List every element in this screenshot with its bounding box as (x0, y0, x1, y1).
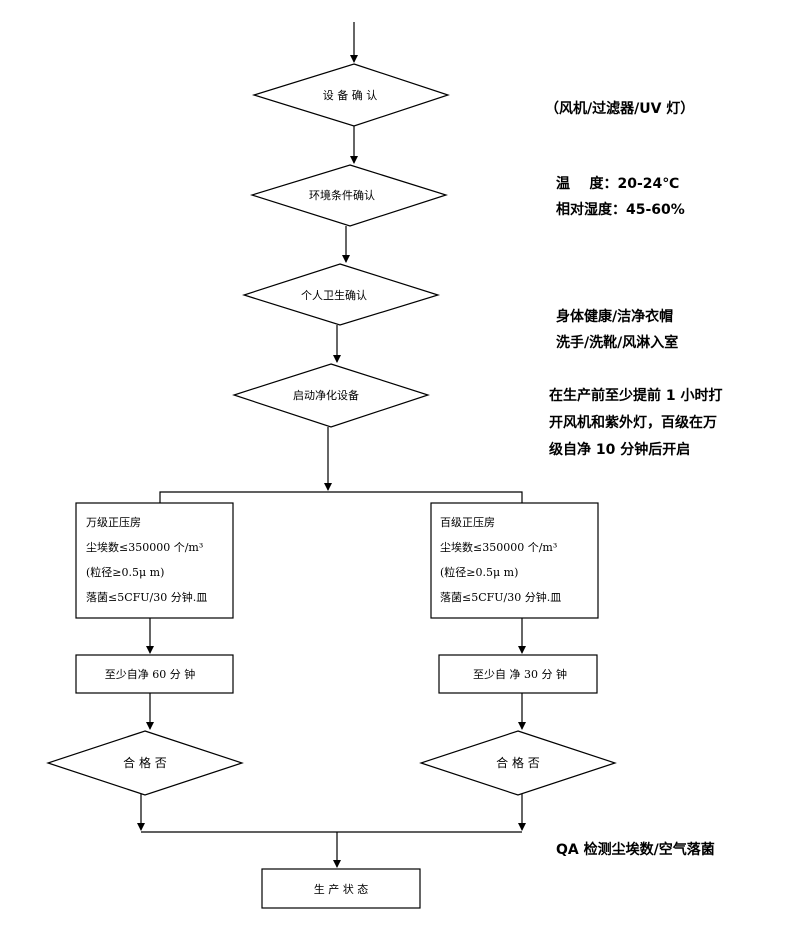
equipment-check-diamond (251, 63, 450, 127)
environment-check-label: 环境条件确认 (309, 188, 375, 202)
startup-note-line2: 开风机和紫外灯，百级在万 (549, 415, 717, 431)
environment-check-diamond (249, 164, 448, 227)
health-note: 身体健康/洁净衣帽 (556, 309, 674, 325)
left-qualified-label: 合 格 否 (123, 755, 167, 770)
left-room-box (75, 502, 234, 619)
right-room-box (430, 502, 599, 619)
temperature-note: 温 度：20-24℃ (556, 176, 680, 192)
left-selfclean-label: 至少自净 60 分 钟 (105, 667, 196, 681)
production-box (261, 868, 421, 909)
right-room-title: 百级正压房 (440, 516, 495, 529)
hygiene-check-diamond (242, 263, 441, 326)
left-room-dust: 尘埃数≤350000 个/m³ (86, 541, 204, 554)
hygiene-check-label: 个人卫生确认 (301, 288, 367, 302)
wash-note: 洗手/洗靴/风淋入室 (556, 335, 679, 351)
left-room-title: 万级正压房 (86, 516, 141, 529)
right-room-dust: 尘埃数≤350000 个/m³ (440, 541, 558, 554)
startup-note-line3: 级自净 10 分钟后开启 (549, 442, 691, 458)
left-qualified-diamond (46, 730, 244, 796)
startup-label: 启动净化设备 (293, 388, 359, 402)
left-room-bacteria: 落菌≤5CFU/30 分钟.皿 (86, 591, 208, 604)
equipment-note: （风机/过滤器/UV 灯） (545, 101, 695, 117)
equipment-check-label: 设 备 确 认 (323, 88, 378, 102)
humidity-note: 相对湿度：45-60% (556, 202, 685, 218)
right-room-bacteria: 落菌≤5CFU/30 分钟.皿 (440, 591, 562, 604)
right-selfclean-label: 至少自 净 30 分 钟 (473, 667, 567, 681)
right-selfclean-box (438, 654, 598, 694)
qa-note: QA 检测尘埃数/空气落菌 (556, 842, 715, 858)
right-room-particle: (粒径≥0.5μ m) (440, 566, 519, 579)
left-room-particle: (粒径≥0.5μ m) (86, 566, 165, 579)
startup-diamond (232, 363, 430, 428)
startup-note-line1: 在生产前至少提前 1 小时打 (549, 388, 723, 404)
right-qualified-label: 合 格 否 (496, 755, 540, 770)
left-selfclean-box (75, 654, 234, 694)
split-connector (159, 491, 523, 503)
right-qualified-diamond (419, 730, 617, 796)
production-state-label: 生 产 状 态 (314, 882, 369, 896)
